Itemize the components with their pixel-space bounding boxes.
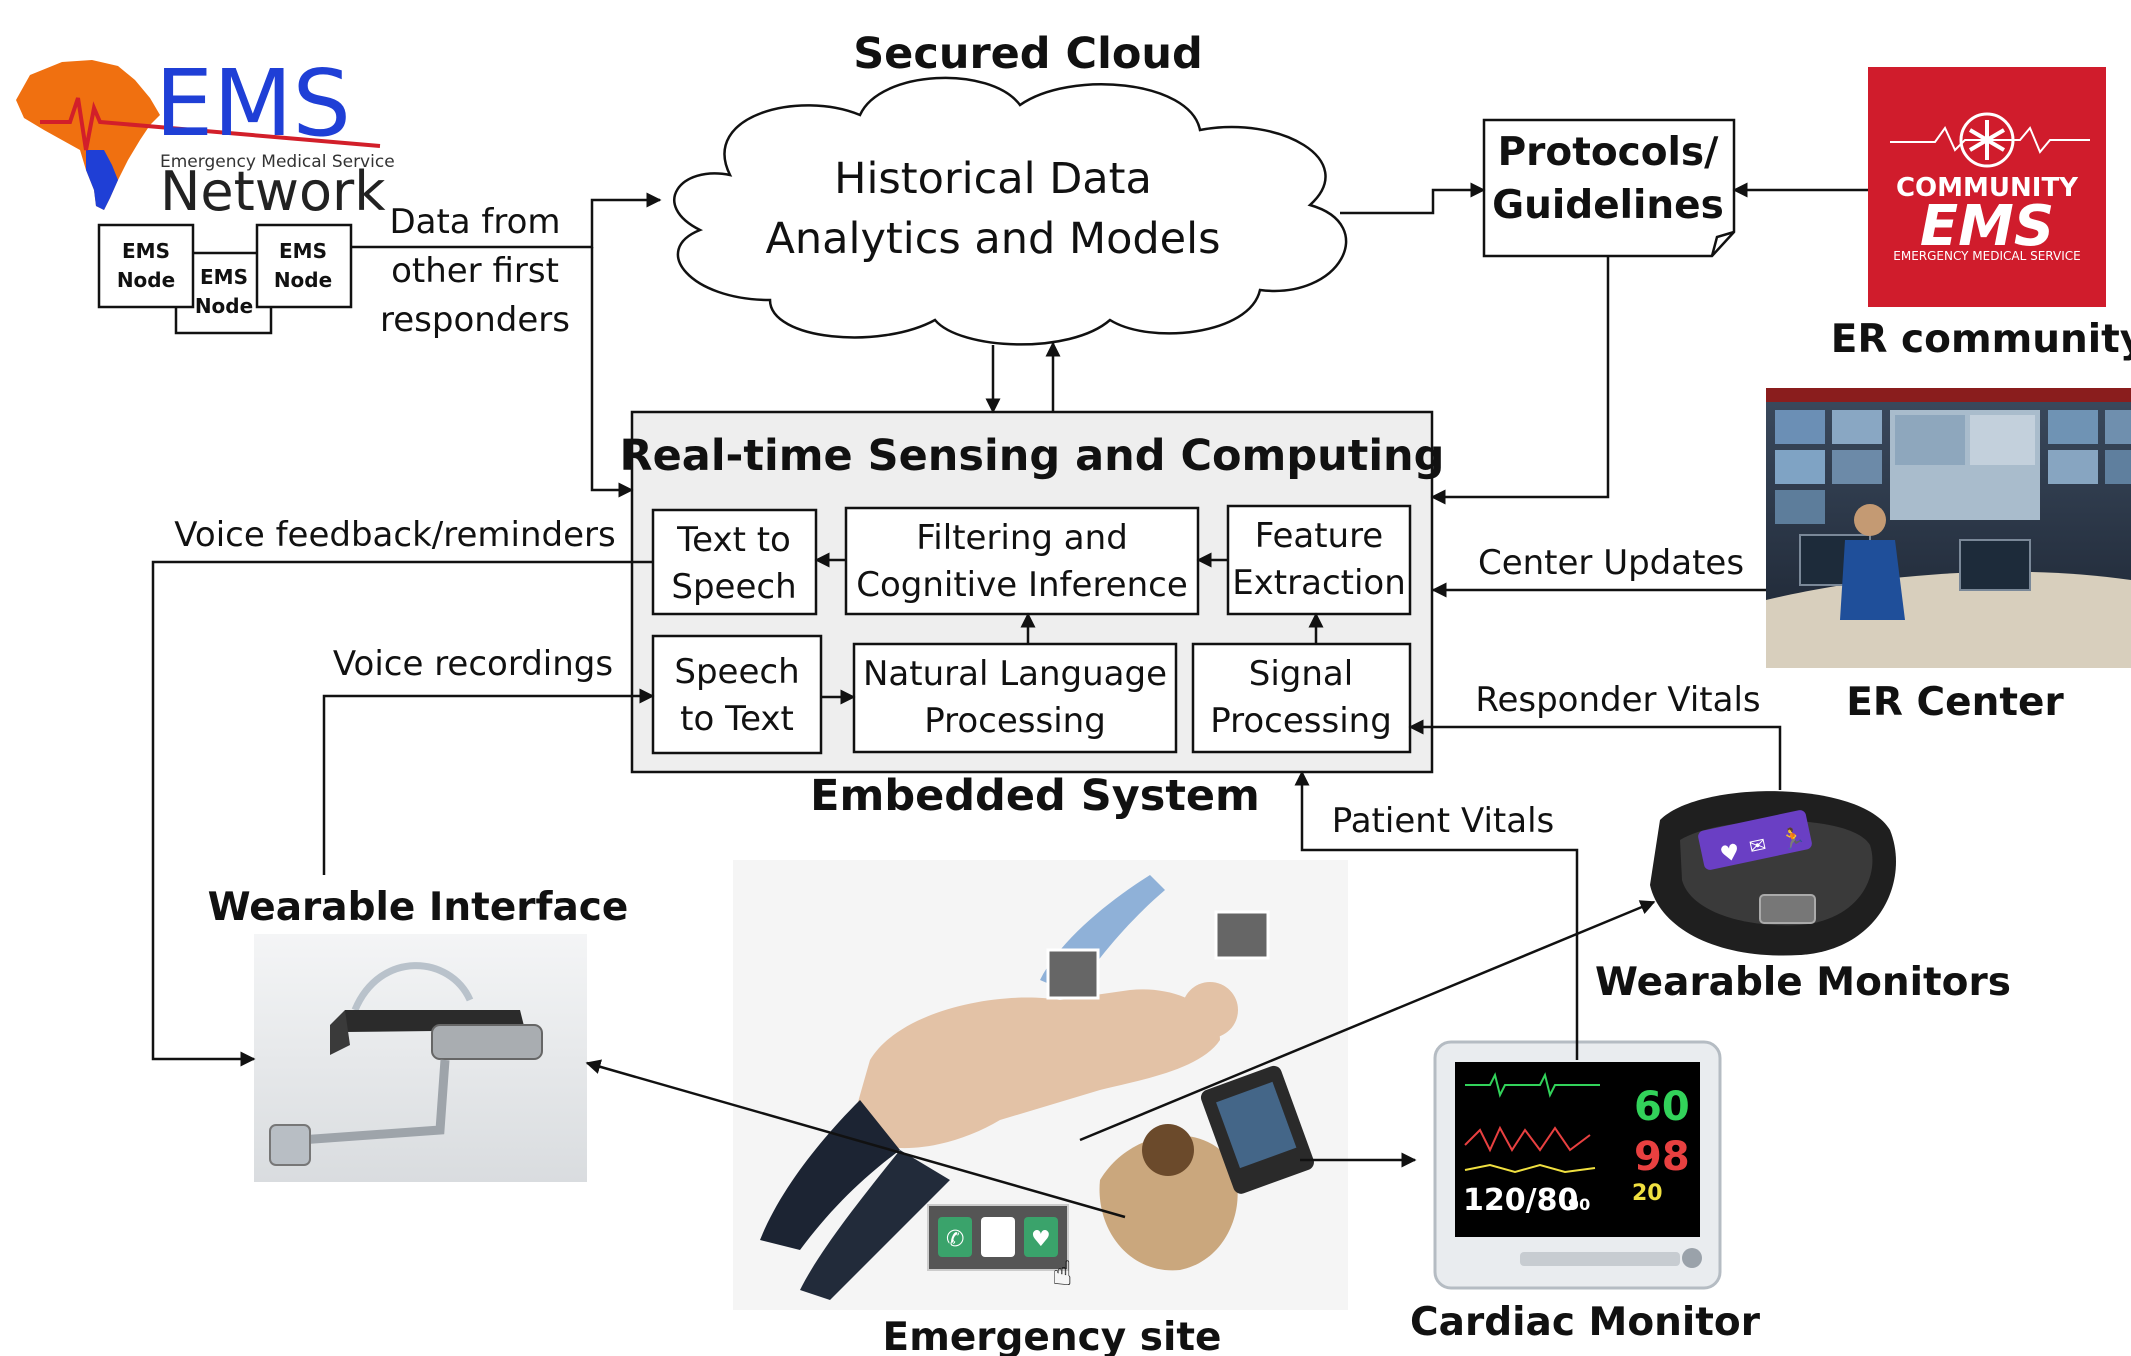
ems-node-label: EMS: [200, 265, 248, 289]
signal-line-1: Signal: [1249, 654, 1353, 694]
ems-node-label: Node: [195, 294, 253, 318]
arrow: [1408, 719, 1782, 790]
wearable-monitors-caption: Wearable Monitors: [1595, 960, 2011, 1005]
pointer-hand-icon: ☝: [1052, 1254, 1073, 1294]
emergency-site-photo: ✆ ♥ ☝: [733, 860, 1348, 1310]
signal-line-2: Processing: [1210, 701, 1392, 741]
signal-module: [1191, 642, 1412, 754]
nlp-line-1: Natural Language: [863, 654, 1167, 694]
system-title: Real-time Sensing and Computing: [620, 431, 1445, 481]
arrow: [1294, 770, 1579, 1060]
voice-feedback-label: Voice feedback/reminders: [174, 515, 615, 555]
stt-line-2: to Text: [680, 699, 794, 739]
cloud-shape: [673, 76, 1348, 346]
voice-recordings-label: Voice recordings: [333, 644, 613, 684]
stethoscope-icon: ♥: [1031, 1227, 1051, 1252]
tts-line-2: Speech: [671, 567, 796, 607]
arrow: [1079, 900, 1656, 1142]
system-footer: Embedded System: [810, 771, 1260, 821]
ems-network-logo: EMS Emergency Medical Service Network: [16, 50, 395, 223]
smart-glasses-photo: [254, 934, 587, 1182]
nlp-line-2: Processing: [924, 701, 1106, 741]
mail-icon: ✉: [1747, 832, 1768, 859]
feature-line-1: Feature: [1255, 516, 1383, 556]
arrow: [585, 1059, 1126, 1219]
community-ems-badge: COMMUNITY EMS EMERGENCY MEDICAL SERVICE: [1868, 67, 2106, 307]
community-badge-top: COMMUNITY: [1896, 173, 2079, 203]
phone-icon: ✆: [946, 1227, 964, 1252]
ems-logo-network: Network: [160, 160, 386, 223]
arrow: [351, 192, 662, 249]
emergency-site-caption: Emergency site: [883, 1315, 1222, 1356]
center-updates-label: Center Updates: [1478, 543, 1744, 583]
tts-module: [651, 508, 818, 616]
data-from-label: Data from: [389, 202, 560, 242]
heartbeat-line-icon: [40, 97, 381, 151]
cloud-title: Secured Cloud: [853, 29, 1203, 79]
tts-line-1: Text to: [676, 520, 791, 560]
ems-logo-subtitle: Emergency Medical Service: [160, 152, 395, 172]
ems-logo-text: EMS: [155, 50, 351, 157]
filtering-module: [844, 506, 1200, 616]
star-of-life-icon: [1959, 112, 2015, 168]
arrow: [322, 688, 655, 875]
ems-node-label: Node: [117, 268, 175, 292]
arrow: [151, 560, 653, 1067]
filtering-line-1: Filtering and: [916, 518, 1128, 558]
responder-vitals-label: Responder Vitals: [1475, 680, 1760, 720]
map-readout: 90: [1568, 1195, 1590, 1214]
connectors: [151, 182, 1868, 1219]
heartbeat-line-icon: [1890, 126, 2090, 154]
ems-node-box: [97, 223, 195, 309]
ems-node-box: [255, 223, 353, 309]
ems-nodes: EMS Node EMS Node EMS Node: [97, 223, 353, 335]
ems-node-label: EMS: [279, 239, 327, 263]
data-from-label: other first: [391, 251, 559, 291]
protocols-box: [1482, 118, 1736, 258]
protocols-line-2: Guidelines: [1492, 183, 1724, 228]
ems-node-label: Node: [274, 268, 332, 292]
feature-line-2: Extraction: [1232, 563, 1406, 603]
community-badge-sub: EMERGENCY MEDICAL SERVICE: [1893, 249, 2080, 263]
protocols-line-1: Protocols/: [1498, 130, 1720, 175]
rr-readout: 20: [1632, 1181, 1663, 1206]
arrow: [1430, 256, 1610, 505]
heart-rate-readout: 60: [1634, 1084, 1690, 1130]
feature-module: [1226, 504, 1412, 616]
er-center-caption: ER Center: [1846, 680, 2064, 725]
cardiac-monitor-photo: 60 98 120/80 90 20: [1433, 1040, 1722, 1290]
patient-vitals-label: Patient Vitals: [1332, 801, 1554, 841]
stt-line-1: Speech: [674, 652, 799, 692]
community-badge-main: EMS: [1920, 194, 2054, 259]
wearable-interface-caption: Wearable Interface: [208, 885, 629, 930]
cloud-line-1: Historical Data: [834, 154, 1152, 204]
wristband-photo: ♥ ✉ 🏃: [1650, 791, 1896, 956]
data-from-label: responders: [380, 300, 570, 340]
arrow: [1340, 182, 1486, 215]
arrow: [590, 247, 634, 498]
cloud-line-2: Analytics and Models: [765, 214, 1220, 264]
nlp-module: [852, 642, 1178, 754]
run-icon: 🏃: [1778, 824, 1807, 853]
bp-readout: 120/80: [1463, 1183, 1578, 1218]
filtering-line-2: Cognitive Inference: [856, 565, 1188, 605]
er-community-caption: ER community: [1831, 317, 2131, 362]
cardiac-monitor-caption: Cardiac Monitor: [1410, 1300, 1761, 1345]
er-center-photo: [1766, 388, 2131, 668]
spo2-readout: 98: [1634, 1134, 1690, 1180]
stt-module: [651, 634, 823, 755]
ems-node-label: EMS: [122, 239, 170, 263]
